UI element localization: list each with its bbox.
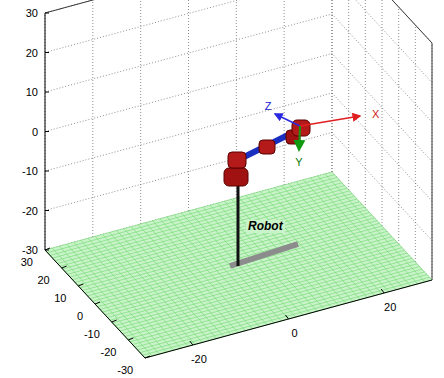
grid-line (140, 0, 141, 224)
y-tick-label: -20 (101, 346, 117, 358)
tick-mark (145, 356, 150, 358)
grid-line (92, 0, 93, 237)
tick-mark (381, 289, 384, 293)
robot-pole (237, 178, 240, 266)
grid-line (284, 0, 285, 185)
robot-joint (259, 140, 275, 154)
mesh-line (303, 180, 403, 288)
frame-axis-label: Z (265, 100, 272, 112)
grid-line (432, 43, 433, 280)
z-tick-label: 10 (26, 86, 38, 98)
grid-line (45, 14, 432, 122)
frame-z-axis (275, 114, 300, 126)
robot-base (230, 244, 298, 266)
tick-mark (128, 338, 133, 340)
y-tick-label: 0 (77, 310, 83, 322)
tick-mark (45, 210, 49, 211)
tick-mark (286, 315, 289, 319)
floor-plane (45, 172, 432, 358)
robot-label: Robot (246, 220, 285, 233)
z-tick-label: -10 (22, 165, 38, 177)
y-tick-label: -10 (84, 328, 100, 340)
y-tick-label: 30 (21, 256, 33, 268)
x-tick-label: -20 (191, 353, 207, 365)
mesh-line (143, 277, 430, 355)
tick-mark (45, 131, 49, 132)
x-tick-label: 0 (291, 327, 297, 339)
mesh-line (45, 250, 145, 358)
mesh-line (140, 275, 427, 353)
mesh-line (310, 178, 410, 286)
tick-mark (45, 13, 49, 14)
mesh-line (138, 272, 425, 350)
mesh-line (133, 267, 420, 345)
z-tick-label: 20 (26, 47, 38, 59)
mesh-line (325, 174, 425, 282)
grid-line (188, 0, 189, 211)
tick-mark (45, 92, 49, 93)
z-tick-label: -30 (22, 244, 38, 256)
frame-axis-label: X (372, 108, 379, 120)
grid-line (332, 0, 333, 172)
grid-line (415, 25, 416, 262)
x-tick-label: 20 (384, 301, 396, 313)
grid-line (382, 0, 383, 226)
frame-y-axis (299, 126, 300, 150)
axis-lines (45, 13, 432, 358)
grid-line (45, 54, 432, 162)
grid-line (45, 0, 432, 83)
tick-mark (45, 52, 49, 53)
grid-line (45, 0, 432, 43)
mesh-line (145, 280, 432, 358)
tick-mark (95, 302, 100, 304)
floor-mesh (45, 172, 432, 358)
mesh-line (318, 176, 418, 284)
y-tick-label: 10 (54, 292, 66, 304)
grid-line (398, 7, 399, 244)
tick-mark (78, 284, 83, 286)
robot-joint (224, 168, 248, 186)
mesh-line (135, 269, 422, 347)
tick-mark (45, 171, 49, 172)
z-tick-label: -20 (22, 205, 38, 217)
mesh-line (289, 184, 389, 292)
tick-marks (45, 13, 384, 358)
robot-joint (292, 120, 310, 136)
tick-mark (190, 341, 193, 345)
tick-mark (62, 266, 67, 268)
tick-mark (112, 320, 117, 322)
y-tick-label: -30 (117, 364, 133, 376)
grid-line (45, 93, 432, 201)
robot-model (224, 114, 360, 266)
robot-joint (228, 152, 246, 168)
tick-mark (45, 250, 49, 251)
grid-line (332, 0, 333, 172)
z-tick-label: 0 (32, 126, 38, 138)
tick-mark (45, 248, 50, 250)
mesh-line (332, 172, 432, 280)
y-tick-label: 20 (37, 274, 49, 286)
grid-line (348, 0, 349, 190)
z-tick-label: 30 (26, 7, 38, 19)
grid-line (365, 0, 366, 208)
frame-x-axis (300, 116, 360, 126)
mesh-line (296, 182, 396, 290)
frame-axis-label: Y (295, 156, 302, 168)
